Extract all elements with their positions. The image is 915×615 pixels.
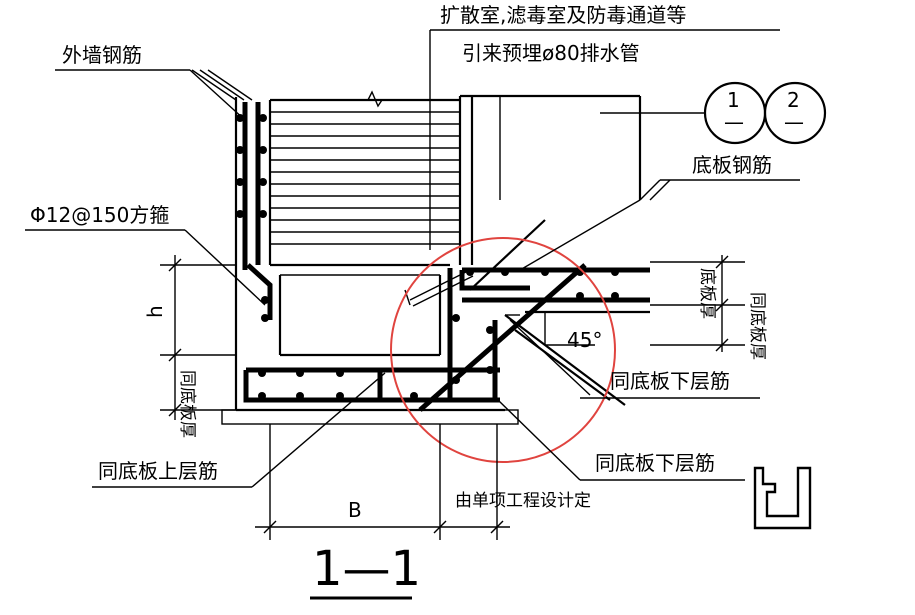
cushion-layer: [221, 409, 519, 425]
corner-hook: [459, 270, 530, 291]
wall-bar-dot: [236, 146, 244, 154]
ref1-top: 1: [727, 88, 740, 112]
top-note-line1: 扩散室,滤毒室及防毒通道等: [440, 3, 686, 27]
slab-bar-dot: [258, 392, 266, 400]
bottom-slab-rebar-leader: [519, 199, 641, 271]
break-mark: [367, 90, 383, 108]
right-break-2: [649, 179, 671, 201]
section-title-text: 1—1: [312, 541, 421, 597]
wall-break-2: [199, 69, 245, 101]
same-lower-rebar-1: 同底板下层筋: [610, 369, 730, 393]
dim-tick: [490, 520, 504, 534]
diagonal-guide: [469, 219, 546, 291]
dim-tick: [433, 520, 447, 534]
corner-bar-dot: [576, 292, 584, 300]
same-upper-rebar-leader: [251, 372, 386, 488]
dim-tick: [168, 348, 182, 362]
slab-lower-rebar: [243, 370, 500, 403]
same-lower-rebar-2-leader: [497, 399, 581, 481]
wall-bar-dot: [259, 114, 267, 122]
wall-break-1: [191, 69, 237, 101]
slab-thickness-left: 同底板厚: [177, 370, 197, 438]
corner-bar-dot: [611, 292, 619, 300]
stirrup-bar-dot: [261, 296, 269, 304]
wall-bar-dot: [236, 114, 244, 122]
slab-thickness-right-inner: 底板厚: [697, 268, 717, 319]
diagonal-rebar: [418, 263, 587, 412]
stirrup-label: Φ12@150方箍: [30, 203, 169, 227]
right-break: [639, 179, 661, 201]
corner-bar-dot: [486, 326, 494, 334]
h-label: h: [143, 305, 167, 318]
corner-bar-dot: [541, 268, 549, 276]
wall-bar-dot: [236, 210, 244, 218]
channel-symbol: [753, 466, 812, 530]
ref2-bottom: —: [784, 110, 804, 134]
corner-bar-dot: [466, 268, 474, 276]
bottom-slab-rebar-label: 底板钢筋: [692, 153, 772, 177]
corner-stirrup: [447, 268, 498, 403]
ramp-hatch: [509, 319, 591, 396]
reference-bubbles: 1 — 2 —: [600, 81, 827, 145]
bottom-dimension: B 由单项工程设计定: [255, 424, 591, 540]
dim-tick: [263, 520, 277, 534]
by-project-design-label: 由单项工程设计定: [455, 491, 591, 511]
ramp-line-1: [504, 314, 626, 406]
wall-bar-dot: [259, 146, 267, 154]
stirrup-leader: [184, 229, 266, 306]
wall-break-3: [207, 69, 253, 101]
dim-tick: [168, 258, 182, 272]
dim-tick: [715, 255, 729, 269]
dim-tick: [715, 338, 729, 352]
slab-bar-dot: [336, 392, 344, 400]
corner-bar-dot: [611, 268, 619, 276]
corner-bar-dot: [452, 314, 460, 322]
top-note: 扩散室,滤毒室及防毒通道等 引来预埋ø80排水管: [429, 3, 780, 250]
slab-bar-dot: [296, 369, 304, 377]
slab-bar-dot: [296, 392, 304, 400]
slab-bar-dot: [410, 392, 418, 400]
same-lower-rebar-2: 同底板下层筋: [595, 451, 715, 475]
left-annotations: 外墙钢筋 Φ12@150方箍 h 同底板厚 同底板上层筋: [25, 43, 386, 488]
slab-bar-dot: [336, 369, 344, 377]
small-bar: [409, 269, 471, 301]
ramp-line-2: [514, 329, 611, 401]
outer-wall: [191, 69, 272, 410]
room-interior: [270, 90, 640, 265]
wall-bar-dot: [259, 210, 267, 218]
right-slab: 底板钢筋 底板厚 同底板厚: [519, 96, 800, 360]
stirrup-left: [246, 263, 273, 320]
corner-detail: 45°: [404, 219, 650, 412]
slab-bar-dot: [258, 369, 266, 377]
corner-bar-dot: [501, 268, 509, 276]
slab-thickness-right-outer: 同底板厚: [747, 292, 767, 360]
ref1-bottom: —: [724, 110, 744, 134]
ref2-top: 2: [787, 88, 800, 112]
highlight-circle: [390, 237, 616, 463]
dim-tick: [168, 403, 182, 417]
right-annotations: 同底板下层筋 同底板下层筋: [497, 369, 760, 481]
corner-bar-dot: [452, 376, 460, 384]
sump-pit: [246, 263, 450, 357]
dim-B-label: B: [348, 498, 362, 522]
section-title: 1—1: [310, 541, 421, 600]
top-note-line2: 引来预埋ø80排水管: [462, 41, 640, 65]
corner-bar-dot: [486, 366, 494, 374]
same-upper-rebar-label: 同底板上层筋: [98, 459, 218, 483]
angle-label: 45°: [567, 328, 602, 352]
dim-tick: [715, 298, 729, 312]
stirrup-bar-dot: [261, 314, 269, 322]
wall-bar-dot: [236, 178, 244, 186]
wall-bar-dot: [259, 178, 267, 186]
bottom-slab: [221, 367, 519, 425]
outer-wall-rebar-leader: [189, 69, 246, 121]
small-bar: [412, 275, 474, 307]
ref-bubble-2: [763, 81, 827, 145]
outer-wall-rebar-label: 外墙钢筋: [62, 43, 142, 67]
